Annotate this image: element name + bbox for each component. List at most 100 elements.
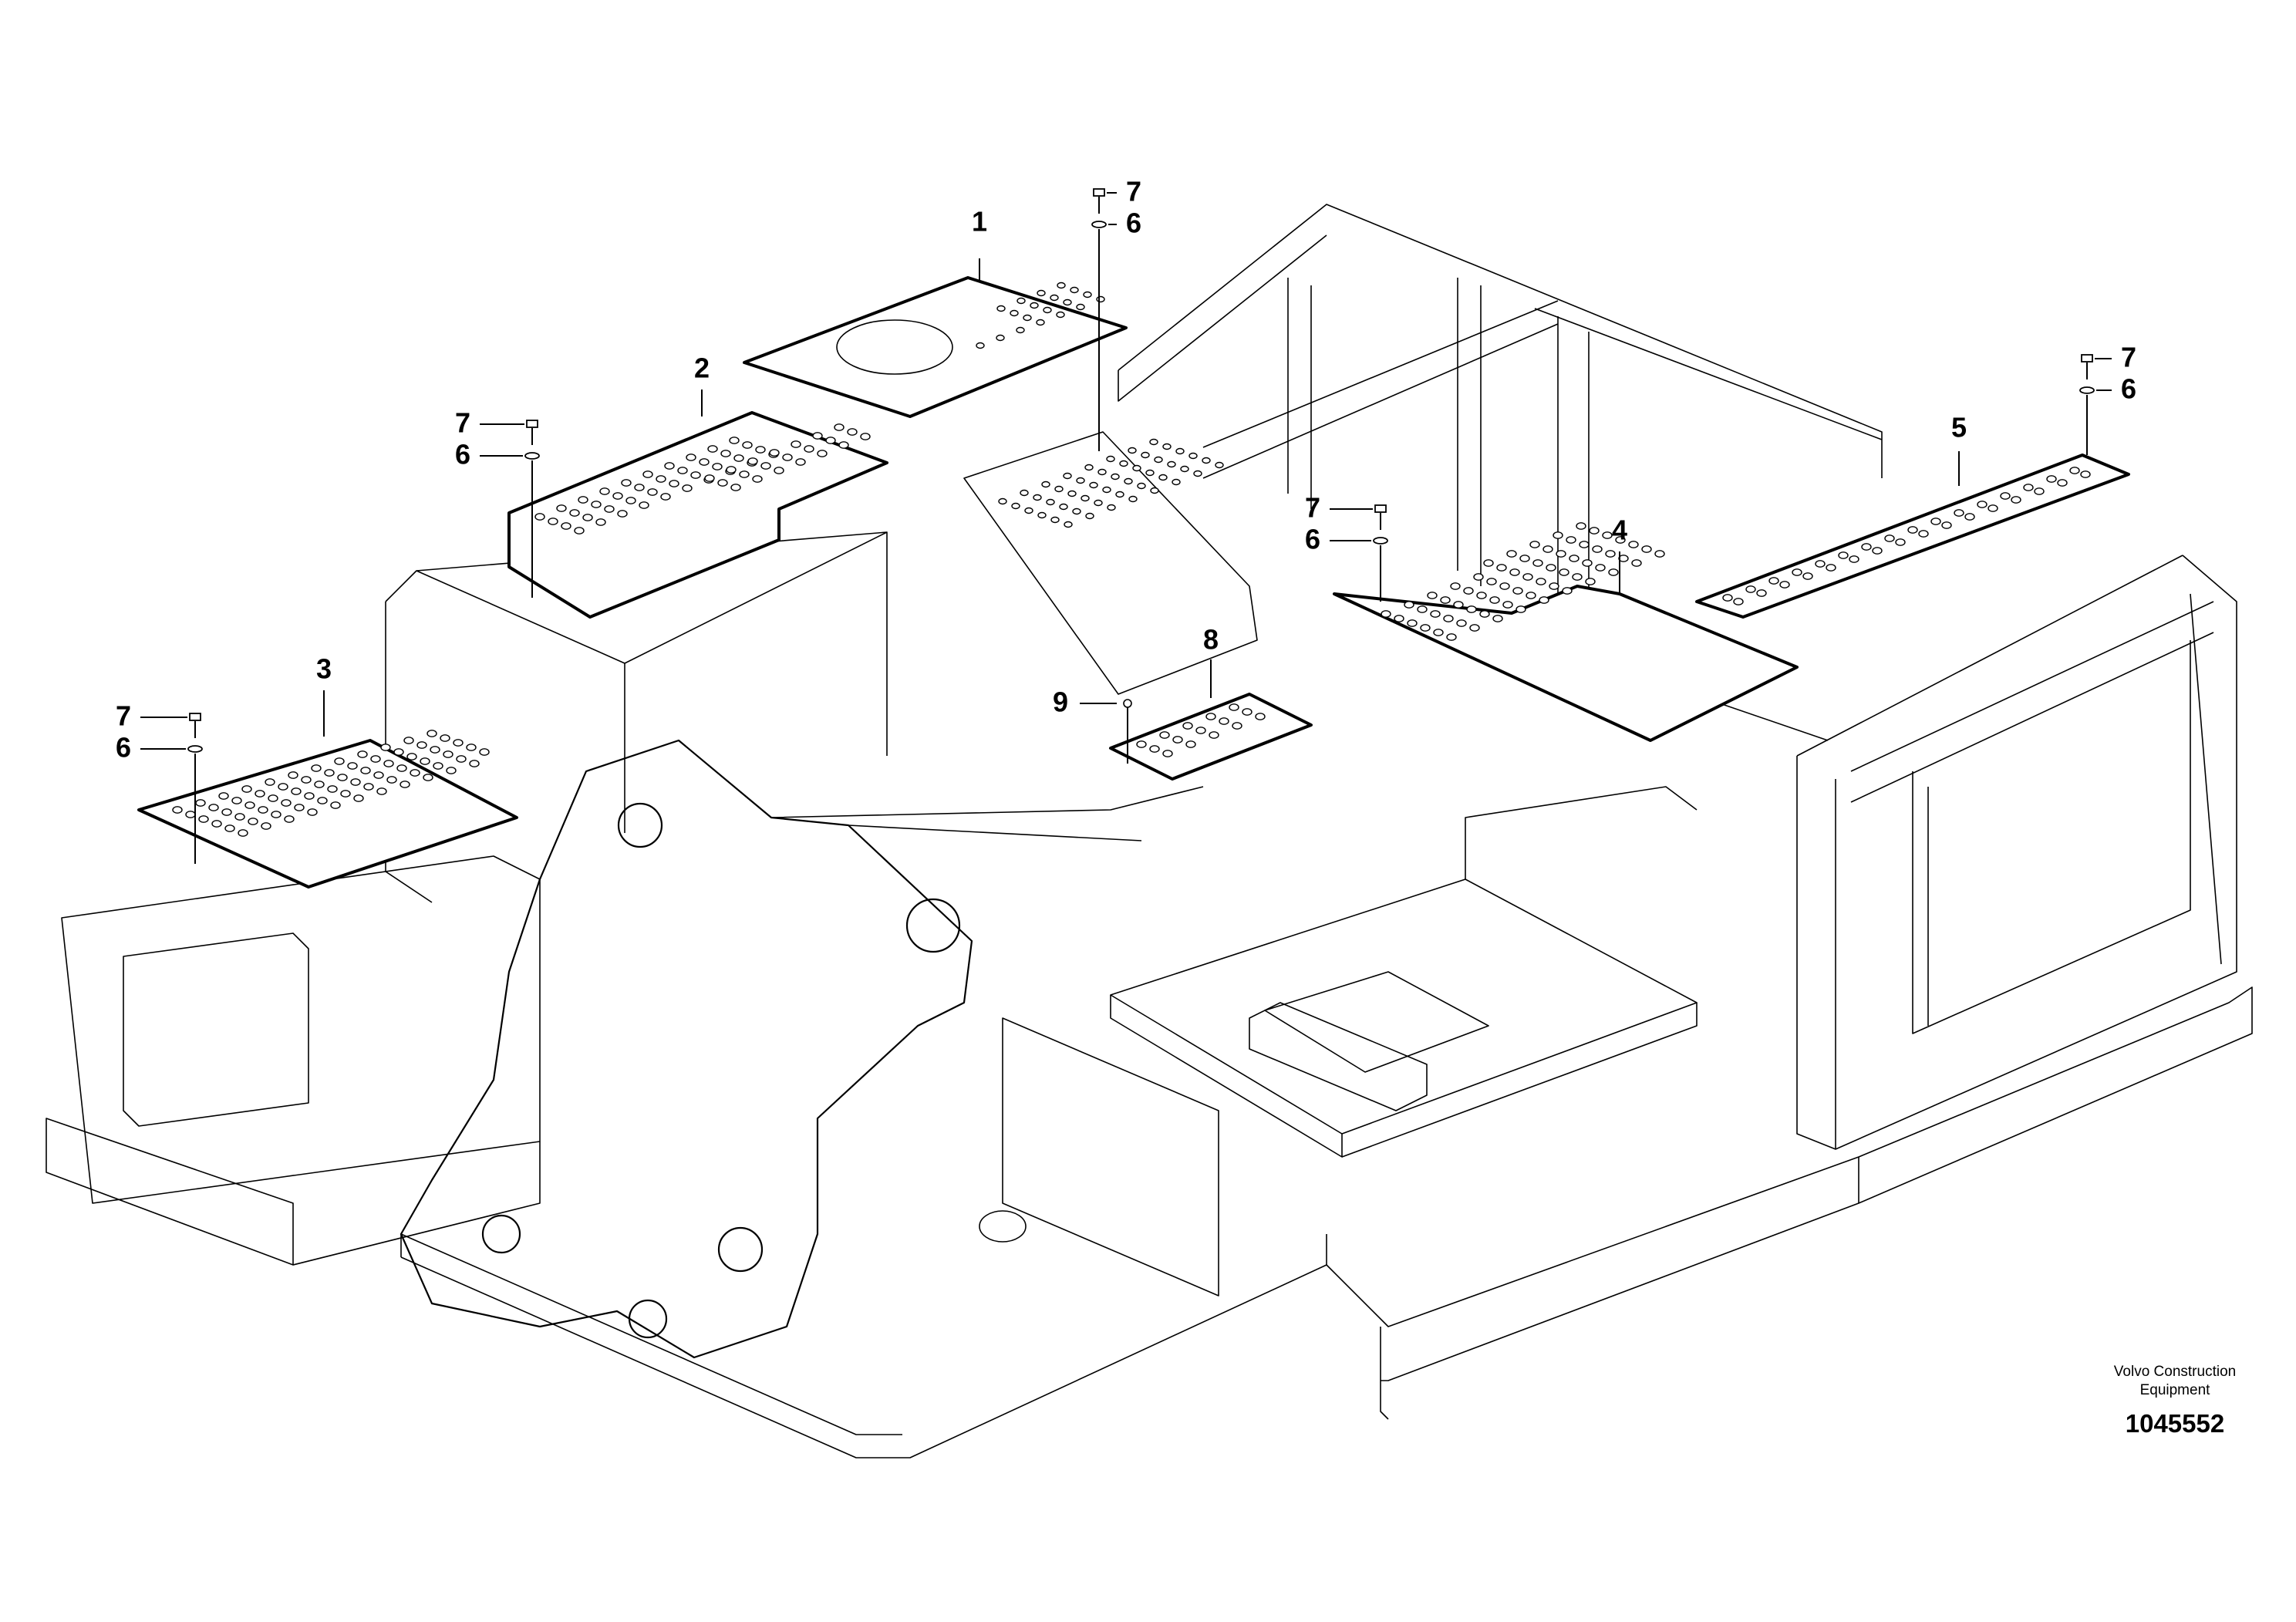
cylinder-pivot-bore <box>717 1226 764 1273</box>
perforation-hole <box>704 474 715 482</box>
perforation-hole <box>255 790 265 798</box>
screw-head-icon <box>1374 504 1387 513</box>
perforation-hole <box>1145 469 1155 477</box>
perforation-hole <box>1483 559 1494 567</box>
perforation-hole <box>1443 615 1454 622</box>
callout-8: 8 <box>1203 624 1219 698</box>
perforation-hole <box>440 734 450 742</box>
perforation-hole <box>1884 534 1895 542</box>
perforation-hole <box>241 785 252 793</box>
perforation-hole <box>1515 605 1526 613</box>
perforation-hole <box>1149 745 1160 753</box>
perforation-hole <box>1745 585 1756 593</box>
perforation-hole <box>707 445 718 453</box>
perforation-hole <box>420 757 430 765</box>
perforation-hole <box>595 518 606 526</box>
perforation-hole <box>1954 509 1964 517</box>
perforation-hole <box>1756 589 1767 597</box>
boom-pivot-bore <box>905 898 961 953</box>
callout-6-label: 6 <box>1126 207 1141 239</box>
perforation-hole <box>410 769 420 777</box>
perforation-hole <box>591 501 602 508</box>
perforation-hole <box>1136 740 1147 748</box>
perforation-hole <box>301 776 312 784</box>
perforation-hole <box>1076 477 1085 484</box>
callout-3-label: 3 <box>316 653 332 685</box>
perforation-hole <box>1037 289 1046 297</box>
perforation-hole <box>1205 713 1216 720</box>
plate-perforations <box>172 282 2091 837</box>
perforation-hole <box>1469 624 1480 632</box>
callout-9: 9 <box>1053 686 1132 764</box>
perforation-hole <box>198 815 209 823</box>
perforation-hole <box>1128 495 1138 503</box>
perforation-hole <box>2011 496 2021 504</box>
perforation-hole <box>625 497 636 504</box>
fastener-stack-plate-4: 76 <box>1305 492 1388 602</box>
perforation-hole <box>1941 521 1952 529</box>
washer-icon <box>187 745 203 753</box>
perforation-hole <box>1149 438 1158 446</box>
perforation-hole <box>1242 708 1253 716</box>
washer-icon <box>524 452 540 460</box>
cylinder-pivot-bore <box>481 1214 521 1254</box>
perforation-hole <box>446 767 457 774</box>
perforation-hole <box>363 783 374 791</box>
screw-head-icon <box>526 420 538 428</box>
perforation-hole <box>534 513 545 521</box>
perforation-hole <box>1050 294 1059 302</box>
perforation-hole <box>1404 601 1414 609</box>
perforation-hole <box>1542 545 1553 553</box>
perforation-hole <box>1162 750 1173 757</box>
perforation-hole <box>380 744 391 751</box>
perforation-hole <box>1072 508 1081 515</box>
perforation-hole <box>730 484 741 491</box>
perforation-hole <box>817 450 828 457</box>
perforation-hole <box>1585 578 1596 585</box>
perforation-hole <box>2046 475 2057 483</box>
perforation-hole <box>747 457 758 465</box>
perforation-hole <box>2057 479 2068 487</box>
perforation-hole <box>804 445 814 453</box>
perforation-hole <box>1232 722 1242 730</box>
perforation-hole <box>1605 550 1616 558</box>
callout-4-label: 4 <box>1612 514 1627 546</box>
perforation-hole <box>1792 568 1802 576</box>
perforation-hole <box>403 737 414 744</box>
perforation-hole <box>812 432 823 440</box>
perforation-hole <box>774 467 784 474</box>
perforation-hole <box>1631 559 1642 567</box>
perforation-hole <box>433 762 443 770</box>
washer-icon <box>1373 537 1388 545</box>
callout-7-label: 7 <box>455 407 470 439</box>
perforation-hole <box>1150 487 1159 494</box>
perforation-hole <box>548 518 558 525</box>
perforation-hole <box>1167 460 1176 468</box>
perforation-hole <box>717 479 728 487</box>
perforation-hole <box>782 454 793 461</box>
perforation-hole <box>1084 464 1094 471</box>
perforation-hole <box>1063 298 1072 306</box>
perforation-hole <box>1096 295 1105 303</box>
perforation-hole <box>660 493 671 501</box>
perforation-hole <box>1519 555 1530 562</box>
perforation-hole <box>1433 629 1444 636</box>
perforation-hole <box>621 479 632 487</box>
callout-8-label: 8 <box>1203 624 1219 656</box>
perforation-hole <box>1033 494 1042 501</box>
perforation-hole <box>1076 303 1085 311</box>
perforation-hole <box>1141 451 1150 459</box>
perforation-hole <box>729 437 740 444</box>
perforation-hole <box>1440 596 1451 604</box>
perforation-hole <box>1476 592 1487 599</box>
perforation-hole <box>304 792 315 800</box>
manufacturer-line-2: Equipment <box>2140 1382 2211 1398</box>
callout-3: 3 <box>316 653 332 737</box>
perforation-hole <box>1010 309 1019 317</box>
perforation-hole <box>238 829 248 837</box>
perforation-hole <box>1569 555 1580 562</box>
perforation-hole <box>1158 474 1168 481</box>
perforation-hole <box>281 799 292 807</box>
perforation-hole <box>1615 536 1626 544</box>
perforation-hole <box>1119 460 1128 467</box>
